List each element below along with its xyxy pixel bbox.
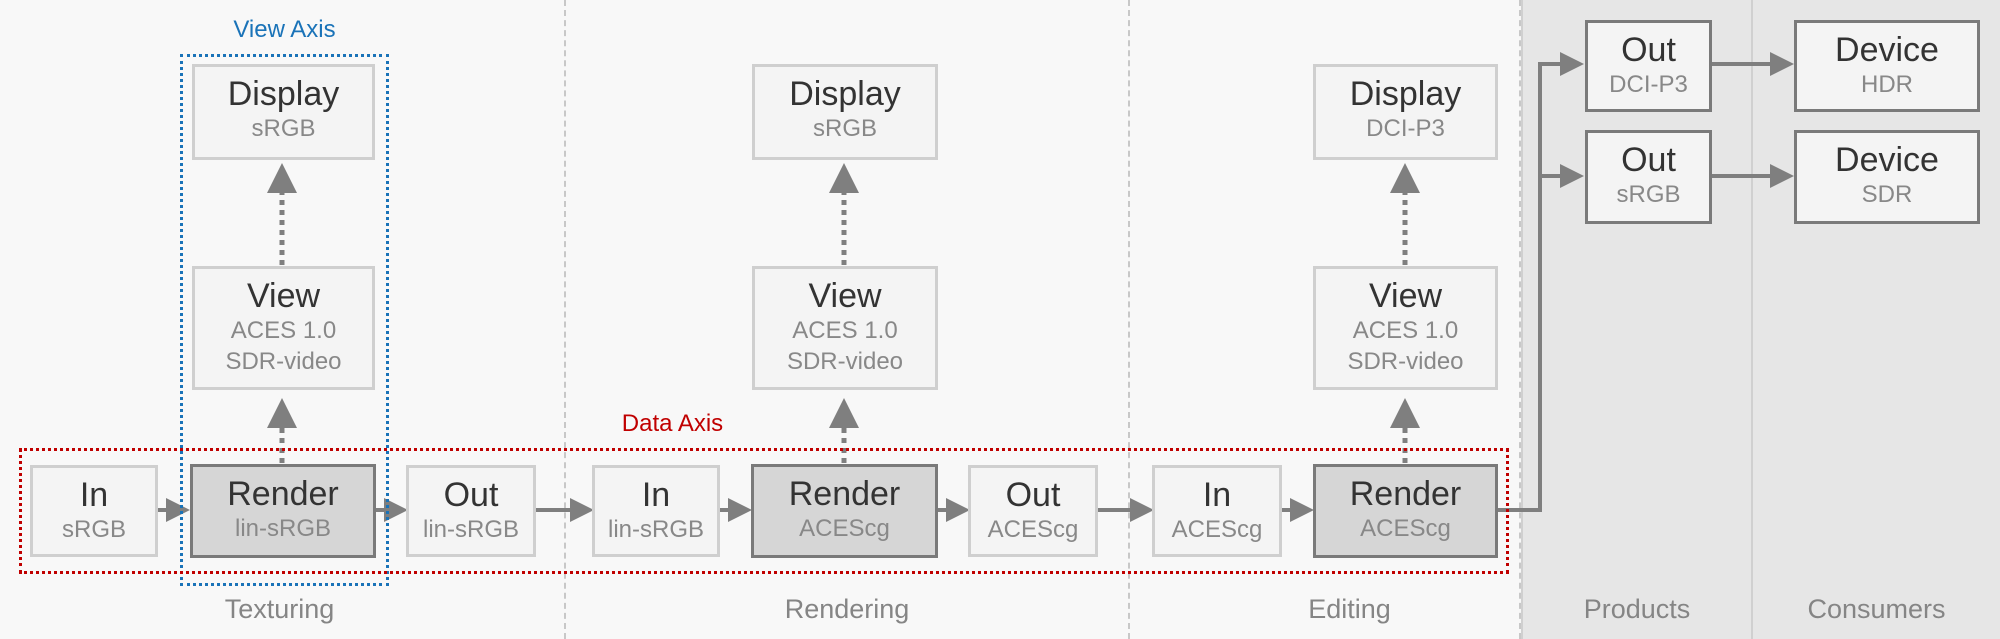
node-title: Out xyxy=(1621,141,1676,179)
section-label-editing: Editing xyxy=(1308,594,1391,624)
node-subtitle: ACEScg xyxy=(1171,516,1263,543)
data-axis-label: Data Axis xyxy=(621,410,724,437)
display-node-texturing: Display sRGB xyxy=(192,64,375,160)
node-title: View xyxy=(1368,277,1443,315)
node-subtitle-2: SDR-video xyxy=(225,348,342,375)
node-subtitle: DCI-P3 xyxy=(1609,71,1688,98)
node-title: Out xyxy=(1005,476,1061,514)
node-subtitle: lin-sRGB xyxy=(607,516,704,543)
node-subtitle: ACEScg xyxy=(799,515,890,542)
node-title: Render xyxy=(788,475,901,513)
node-subtitle: lin-sRGB xyxy=(422,516,519,543)
display-node-editing: Display DCI-P3 xyxy=(1313,64,1498,160)
node-subtitle: sRGB xyxy=(251,115,316,142)
out-node-srgb: Out sRGB xyxy=(1585,130,1712,224)
node-subtitle-1: ACES 1.0 xyxy=(792,317,898,344)
node-title: Out xyxy=(1621,31,1676,69)
node-subtitle: SDR xyxy=(1861,181,1913,208)
out-node-dci-p3: Out DCI-P3 xyxy=(1585,20,1712,112)
section-label-texturing: Texturing xyxy=(224,594,335,624)
view-node-editing: View ACES 1.0 SDR-video xyxy=(1313,266,1498,390)
view-node-rendering: View ACES 1.0 SDR-video xyxy=(752,266,938,390)
data-axis-box xyxy=(19,448,1509,574)
view-node-texturing: View ACES 1.0 SDR-video xyxy=(192,266,375,390)
node-title: In xyxy=(641,476,671,514)
display-node-rendering: Display sRGB xyxy=(752,64,938,160)
in-node-texturing: In sRGB xyxy=(30,465,158,557)
in-node-editing: In ACEScg xyxy=(1152,465,1282,557)
view-axis-box xyxy=(180,54,389,586)
node-title: Display xyxy=(789,75,901,113)
node-subtitle: sRGB xyxy=(61,516,126,543)
section-label-rendering: Rendering xyxy=(784,594,910,624)
node-subtitle-2: SDR-video xyxy=(786,348,904,375)
view-axis-label: View Axis xyxy=(233,16,336,43)
device-node-sdr: Device SDR xyxy=(1794,130,1980,224)
node-subtitle: HDR xyxy=(1861,71,1913,98)
node-title: In xyxy=(1202,476,1232,514)
node-title: View xyxy=(808,277,882,315)
out-node-rendering: Out ACEScg xyxy=(968,465,1098,557)
device-node-hdr: Device HDR xyxy=(1794,20,1980,112)
node-subtitle: DCI-P3 xyxy=(1366,115,1445,142)
node-title: Render xyxy=(227,475,339,513)
node-subtitle: sRGB xyxy=(812,115,877,142)
node-title: Out xyxy=(443,476,499,514)
section-label-consumers: Consumers xyxy=(1807,594,1946,624)
node-title: Device xyxy=(1835,141,1939,179)
node-title: View xyxy=(246,277,321,315)
render-node-rendering: Render ACEScg xyxy=(751,464,938,558)
section-label-products: Products xyxy=(1583,594,1691,624)
in-node-rendering: In lin-sRGB xyxy=(592,465,720,557)
render-node-editing: Render ACEScg xyxy=(1313,464,1498,558)
render-node-texturing: Render lin-sRGB xyxy=(190,464,376,558)
node-subtitle: ACEScg xyxy=(987,516,1079,543)
node-title: Display xyxy=(227,75,340,113)
node-title: Device xyxy=(1835,31,1939,69)
node-title: Display xyxy=(1349,75,1462,113)
node-title: Render xyxy=(1349,475,1462,513)
node-subtitle-1: ACES 1.0 xyxy=(1352,317,1459,344)
node-subtitle-1: ACES 1.0 xyxy=(230,317,337,344)
node-subtitle-2: SDR-video xyxy=(1347,348,1464,375)
node-subtitle: lin-sRGB xyxy=(234,515,331,542)
node-subtitle: ACEScg xyxy=(1360,515,1451,542)
arrow-render-to-out-p3 xyxy=(1498,52,1584,512)
node-title: In xyxy=(79,476,109,514)
out-node-texturing: Out lin-sRGB xyxy=(406,465,536,557)
node-subtitle: sRGB xyxy=(1616,181,1681,208)
